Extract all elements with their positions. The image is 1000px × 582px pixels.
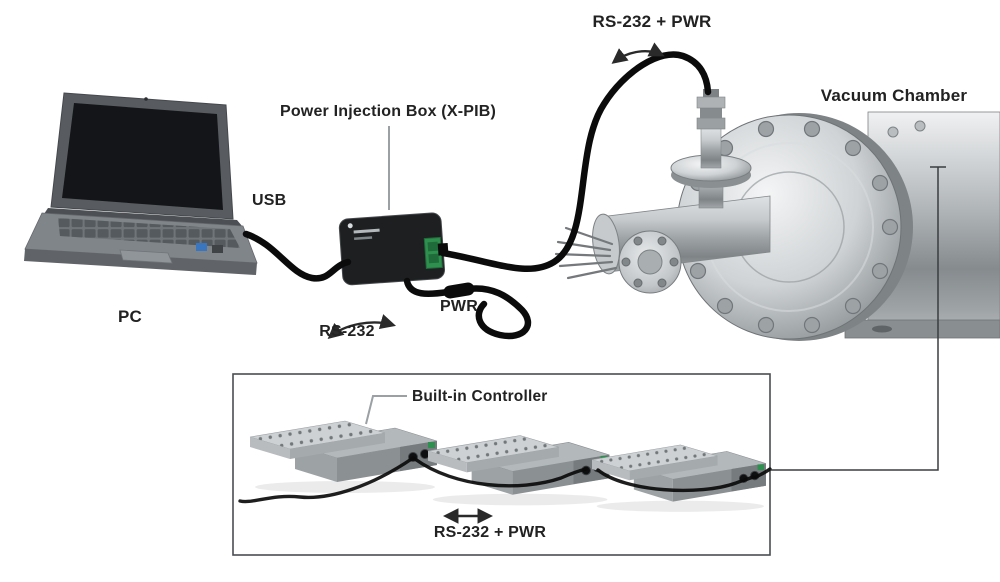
label-pc: PC — [117, 307, 143, 326]
label-built-in-controller: Built-in Controller — [412, 388, 548, 405]
chamber-to-box-line — [770, 166, 946, 471]
label-rs232-pwr-top: RS-232 + PWR — [592, 12, 712, 31]
label-pwr: PWR — [440, 298, 478, 315]
laptop-display — [62, 103, 223, 210]
label-vacuum-chamber: Vacuum Chamber — [820, 86, 968, 105]
pc-laptop-illustration — [24, 92, 258, 275]
pwr-cable — [403, 277, 452, 298]
laptop-sticker — [212, 245, 223, 253]
double-arrow-icon — [327, 314, 397, 340]
label-usb: USB — [252, 192, 287, 209]
stage-chain-cable — [238, 456, 415, 504]
pib-led-icon — [347, 223, 353, 229]
webcam-icon — [144, 97, 148, 101]
stage-chain-cable — [596, 468, 755, 493]
power-injection-box-illustration — [338, 212, 449, 286]
stage-chain-cable — [754, 467, 772, 479]
rs232-pwr-cable — [439, 51, 712, 272]
chamber-foot — [844, 319, 1000, 339]
built-in-controller-pointer — [365, 395, 407, 425]
stage-controller — [400, 441, 437, 471]
usb-cable — [242, 230, 352, 282]
vacuum-chamber-illustration — [554, 89, 1000, 341]
linear-stage-2 — [427, 435, 610, 506]
label-rs232-pwr-bottom: RS-232 + PWR — [433, 524, 547, 541]
chamber-top-port — [670, 89, 752, 209]
laptop-keyboard — [58, 218, 240, 248]
laptop-sticker — [196, 243, 207, 251]
laptop-trackpad — [119, 249, 173, 264]
label-rs232: RS-232 — [319, 323, 375, 340]
stage-chain-cable — [413, 457, 588, 488]
pwr-cable — [464, 285, 532, 340]
label-power-injection-box: Power Injection Box (X-PIB) — [279, 103, 497, 120]
double-arrow-icon — [611, 42, 665, 64]
linear-stage-3 — [591, 444, 766, 512]
